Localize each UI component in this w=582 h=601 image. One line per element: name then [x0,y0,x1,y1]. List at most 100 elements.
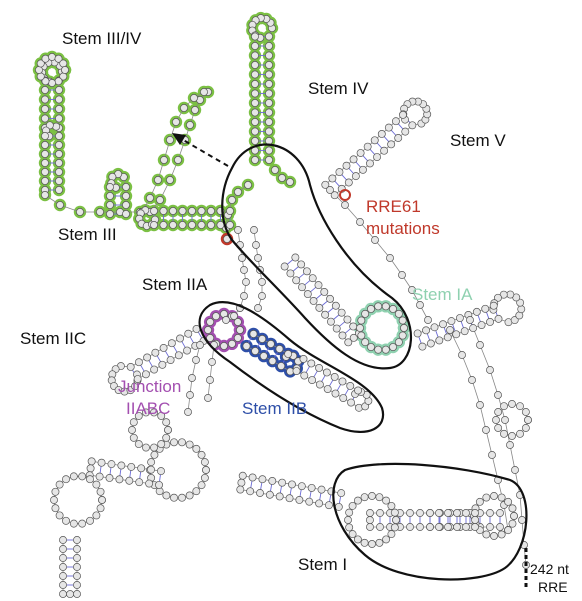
stem-iv-nt [251,80,259,88]
stem-iic-nt [176,334,184,343]
stem-right-upper-nt [486,318,495,326]
inset-stem-iv-lower-nt [41,168,49,176]
stem-ia-arm-nt [292,276,301,285]
stem-iib-nt [251,347,260,356]
stem-i-mid-nt [426,509,434,517]
stem-right-upper-nt [472,307,481,316]
lower-duplex-nt [307,483,316,492]
stem-iic-nt [141,370,150,379]
stem-iii-nt [207,221,215,229]
bottom-left-stem-nt [59,536,67,544]
stem-iv-nt [265,51,273,60]
right-side-loop-backbone [495,403,529,437]
lower-duplex-nt [265,490,274,499]
stem-i-mid-nt [471,515,480,524]
lower-duplex-left-nt [97,458,106,467]
lower-duplex-left-nt [157,467,165,476]
inset-internal-loop-nt [48,53,56,61]
lower-duplex-left-nt [86,464,95,473]
inset-stem-iv-upper-nt [41,95,49,104]
stem-ia-arm-nt [320,288,329,296]
stem-i-duplex-right-nt [366,523,374,531]
stem-ia-arm-nt [308,274,317,283]
stem-ia-arm-nt [326,294,335,303]
stem-i-duplex-right-nt [376,523,384,531]
stem-i-mid-nt [462,523,470,531]
iic-loop-nt [157,411,166,420]
stem-right-upper-nt [481,304,490,313]
far-left-loop-nt [50,496,58,504]
stem-iib-nt [268,357,277,366]
lower-left-loop-nt [162,491,171,500]
inset-stem-iv-lower-nt [55,132,63,140]
iic-loop-nt [134,411,143,420]
lower-duplex-nt [248,473,257,482]
outer-strand-b-nt [466,316,474,324]
stem-iii-nt [178,207,187,215]
far-left-loop-nt [69,472,78,481]
label-stem-iic: Stem IIC [20,329,87,348]
stem-i-internal-loop-left-nt [382,535,391,544]
iic-loop-nt [162,433,171,442]
outer-strand-a-nt [416,301,424,309]
lower-left-loop-nt [200,458,209,467]
inset-internal-loop-nt [36,72,45,81]
stem-v-nt [330,191,339,200]
bottom-left-stem-nt [59,545,67,553]
stem-iib-ext-nt [339,394,348,403]
junction-iiabc-ring-nt [206,318,215,326]
stem-iii-nt [226,221,234,229]
iic-loop-nt [162,418,171,427]
bottom-left-stem-nt [73,563,81,571]
inset-stem-iv-lower-nt [55,168,63,176]
inset-internal-loop-nt [36,59,45,68]
label-stem-i: Stem I [298,555,348,574]
stem-i-internal-loop-left-nt [392,516,400,524]
inset-stem-iii-cross-nt [106,201,114,209]
outer-strand-a-nt [371,236,379,244]
lower-duplex-left-nt [127,462,136,471]
stem-i-internal-loop-left-nt [353,496,362,505]
inset-stem-iii-arc2-nt [160,156,168,164]
stem-iv-nt [251,137,259,145]
stem-iii-nt [188,207,196,215]
stem-iv-link-right-nt [278,174,286,182]
iic-loop-nt [128,426,136,434]
stem-v-nt [377,129,386,138]
stem-iib-ext-nt [346,381,355,390]
lower-duplex-left-nt [117,461,126,470]
label-junction-iiabc-line1: Junction [118,377,182,396]
stem-i-internal-loop-left-nt [345,508,354,517]
bottom-left-stem-nt [73,536,81,544]
iic-loop-nt [142,408,150,417]
inset-stem-iv-lower-nt [52,122,61,131]
rre61-mutation-marker-stem-v [339,189,351,201]
lower-left-loop-nt [178,438,186,447]
stem-iia-left-nt [234,226,242,234]
inset-stem-iii-cross-nt [106,210,114,218]
stem-iib-ext-nt [330,372,339,381]
label-junction-iiabc-line2: IIABC [126,399,171,418]
stem-iv-nt [265,42,273,50]
stem-v-nt [344,178,353,187]
stem-iv-nt [265,108,273,117]
right-side-loop-nt [524,416,532,424]
stem-i-mid-nt [462,509,470,517]
far-left-loop-nt [78,472,87,481]
lower-duplex-nt [305,497,314,506]
stem-i-internal-loop-left-nt [390,508,399,517]
stem-i-mid-nt [444,509,452,517]
lower-left-loop-nt [178,493,186,502]
label-stem-iia: Stem IIA [142,275,208,294]
inset-stem-iii-cross-nt [106,183,114,191]
stem-right-upper-nt [426,339,435,348]
far-left-loop-nt [96,487,105,496]
stem-i-internal-loop-left-nt [382,496,391,505]
iic-loop-nt [134,440,143,449]
stem-ia-loop-nt [367,304,375,313]
inset-stem-iii-cross-nt [122,201,130,209]
outer-strand-b-nt [476,341,484,349]
outer-strand-a-nt [424,316,432,324]
stem-i-duplex-right-nt [365,516,374,525]
label-rre-length-line2: RRE [538,579,568,595]
